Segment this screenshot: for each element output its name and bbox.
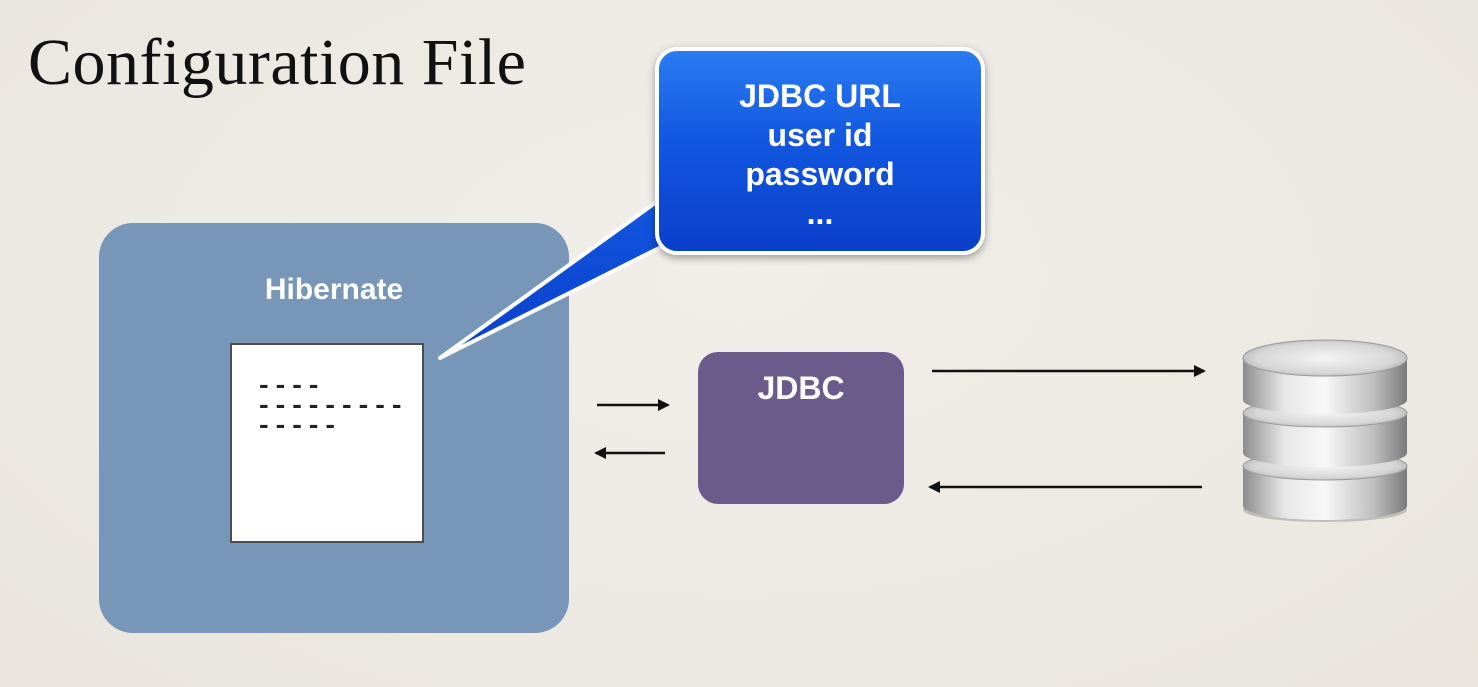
config-file-document: ---- --------- ----- — [230, 343, 424, 543]
callout-line-jdbc-url: JDBC URL — [739, 78, 901, 114]
database-icon — [1242, 339, 1408, 522]
callout-line-ellipsis: ... — [806, 195, 834, 231]
hibernate-label: Hibernate — [264, 273, 404, 306]
jdbc-label: JDBC — [757, 370, 845, 406]
callout-tail — [438, 196, 677, 360]
callout-line-user-id: user id — [767, 117, 873, 153]
callout-line-password: password — [745, 156, 895, 192]
jdbc-settings-callout: JDBC URL user id password ... — [655, 47, 985, 255]
page-title: Configuration File — [28, 26, 527, 99]
config-line-2: --------- — [256, 391, 406, 421]
config-line-1: ---- — [256, 371, 323, 401]
config-line-3: ----- — [256, 411, 340, 441]
jdbc-box: JDBC — [698, 352, 904, 504]
